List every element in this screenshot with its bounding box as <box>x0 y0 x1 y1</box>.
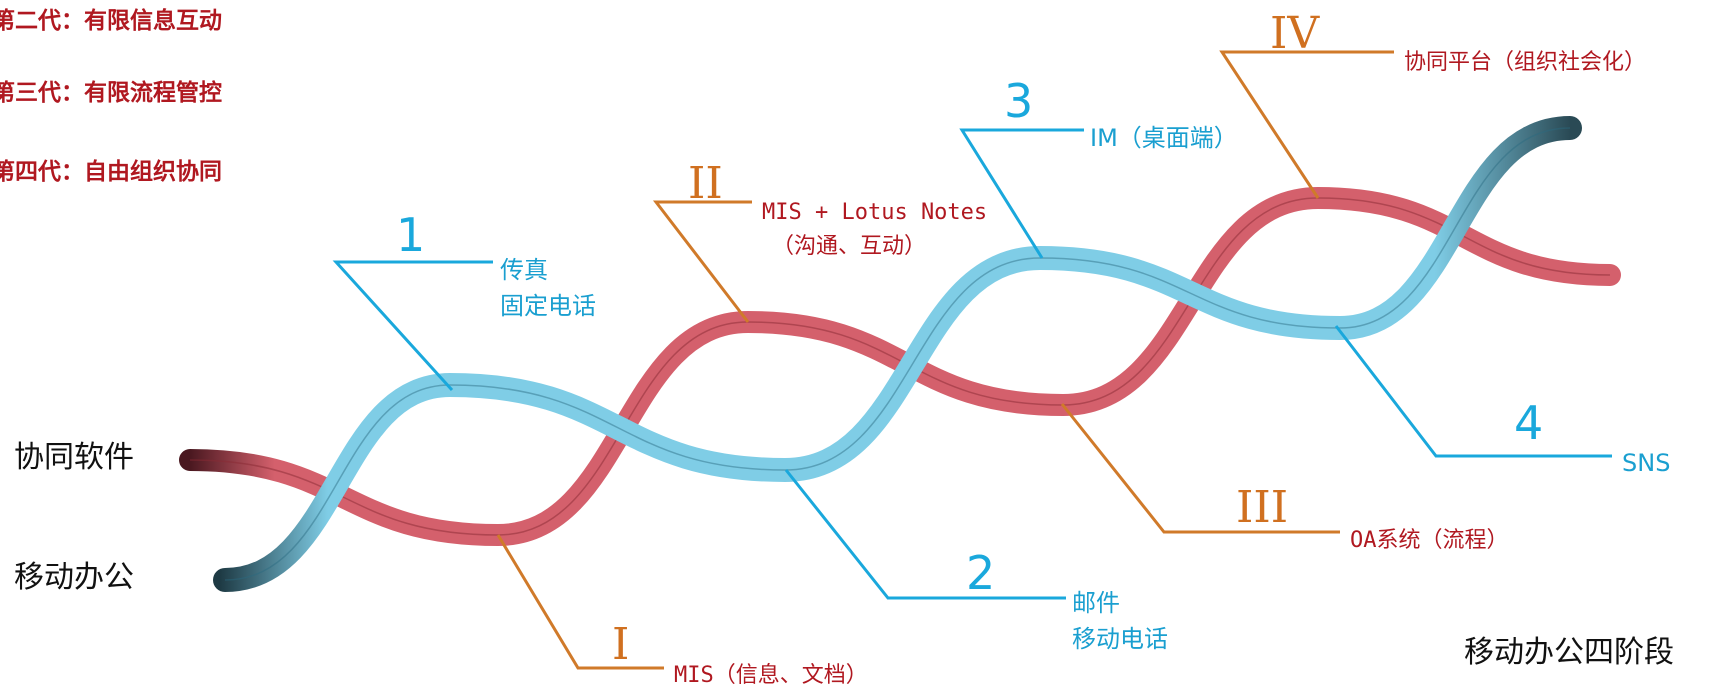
legend-item-gen3: 第三代：有限流程管控 <box>0 80 222 106</box>
leader-blue-3 <box>959 128 1084 259</box>
diagram-caption: 移动办公四阶段 <box>1464 635 1674 670</box>
leader-orange-I <box>496 534 664 670</box>
blue-milestone-3-label: IM（桌面端） <box>1090 124 1238 152</box>
blue-milestone-2-number: 2 <box>966 546 996 600</box>
blue-milestone-2-label: 邮件移动电话 <box>1072 589 1168 653</box>
blue-helix-strand <box>213 116 1582 592</box>
red-milestone-IV-numeral: IV <box>1270 8 1320 59</box>
leader-blue-4 <box>1334 325 1612 458</box>
leader-orange-IV <box>1219 50 1394 199</box>
callout-lines <box>332 50 1612 670</box>
blue-ribbon-edge <box>224 127 1571 581</box>
red-milestone-IV-label: 协同平台（组织社会化） <box>1404 50 1647 75</box>
blue-ribbon <box>213 116 1582 592</box>
blue-milestone-4-number: 4 <box>1514 396 1544 450</box>
strand-label-mobile-office: 移动办公 <box>14 560 134 595</box>
red-milestone-II-label: MIS + Lotus Notes （沟通、互动） <box>762 200 988 260</box>
red-milestone-I-numeral: I <box>612 619 630 670</box>
blue-milestone-3-number: 3 <box>1004 74 1034 128</box>
red-milestone-III-label: OA系统（流程） <box>1350 528 1509 553</box>
blue-milestone-1-number: 1 <box>396 208 426 262</box>
leader-orange-III <box>1060 403 1340 534</box>
leader-blue-2 <box>784 469 1066 600</box>
strand-label-collab-software: 协同软件 <box>14 440 134 475</box>
legend-item-gen4: 第四代：自由组织协同 <box>0 159 222 185</box>
leader-orange-II <box>652 200 752 323</box>
red-milestone-II-numeral: II <box>688 158 723 209</box>
red-milestone-I-label: MIS（信息、文档） <box>674 663 868 688</box>
blue-milestone-4-label: SNS <box>1622 449 1671 477</box>
legend-item-gen2: 第二代：有限信息互动 <box>0 8 222 34</box>
blue-milestone-1-label: 传真固定电话 <box>500 256 596 320</box>
red-milestone-III-numeral: III <box>1236 482 1289 533</box>
leader-blue-1 <box>332 260 493 392</box>
